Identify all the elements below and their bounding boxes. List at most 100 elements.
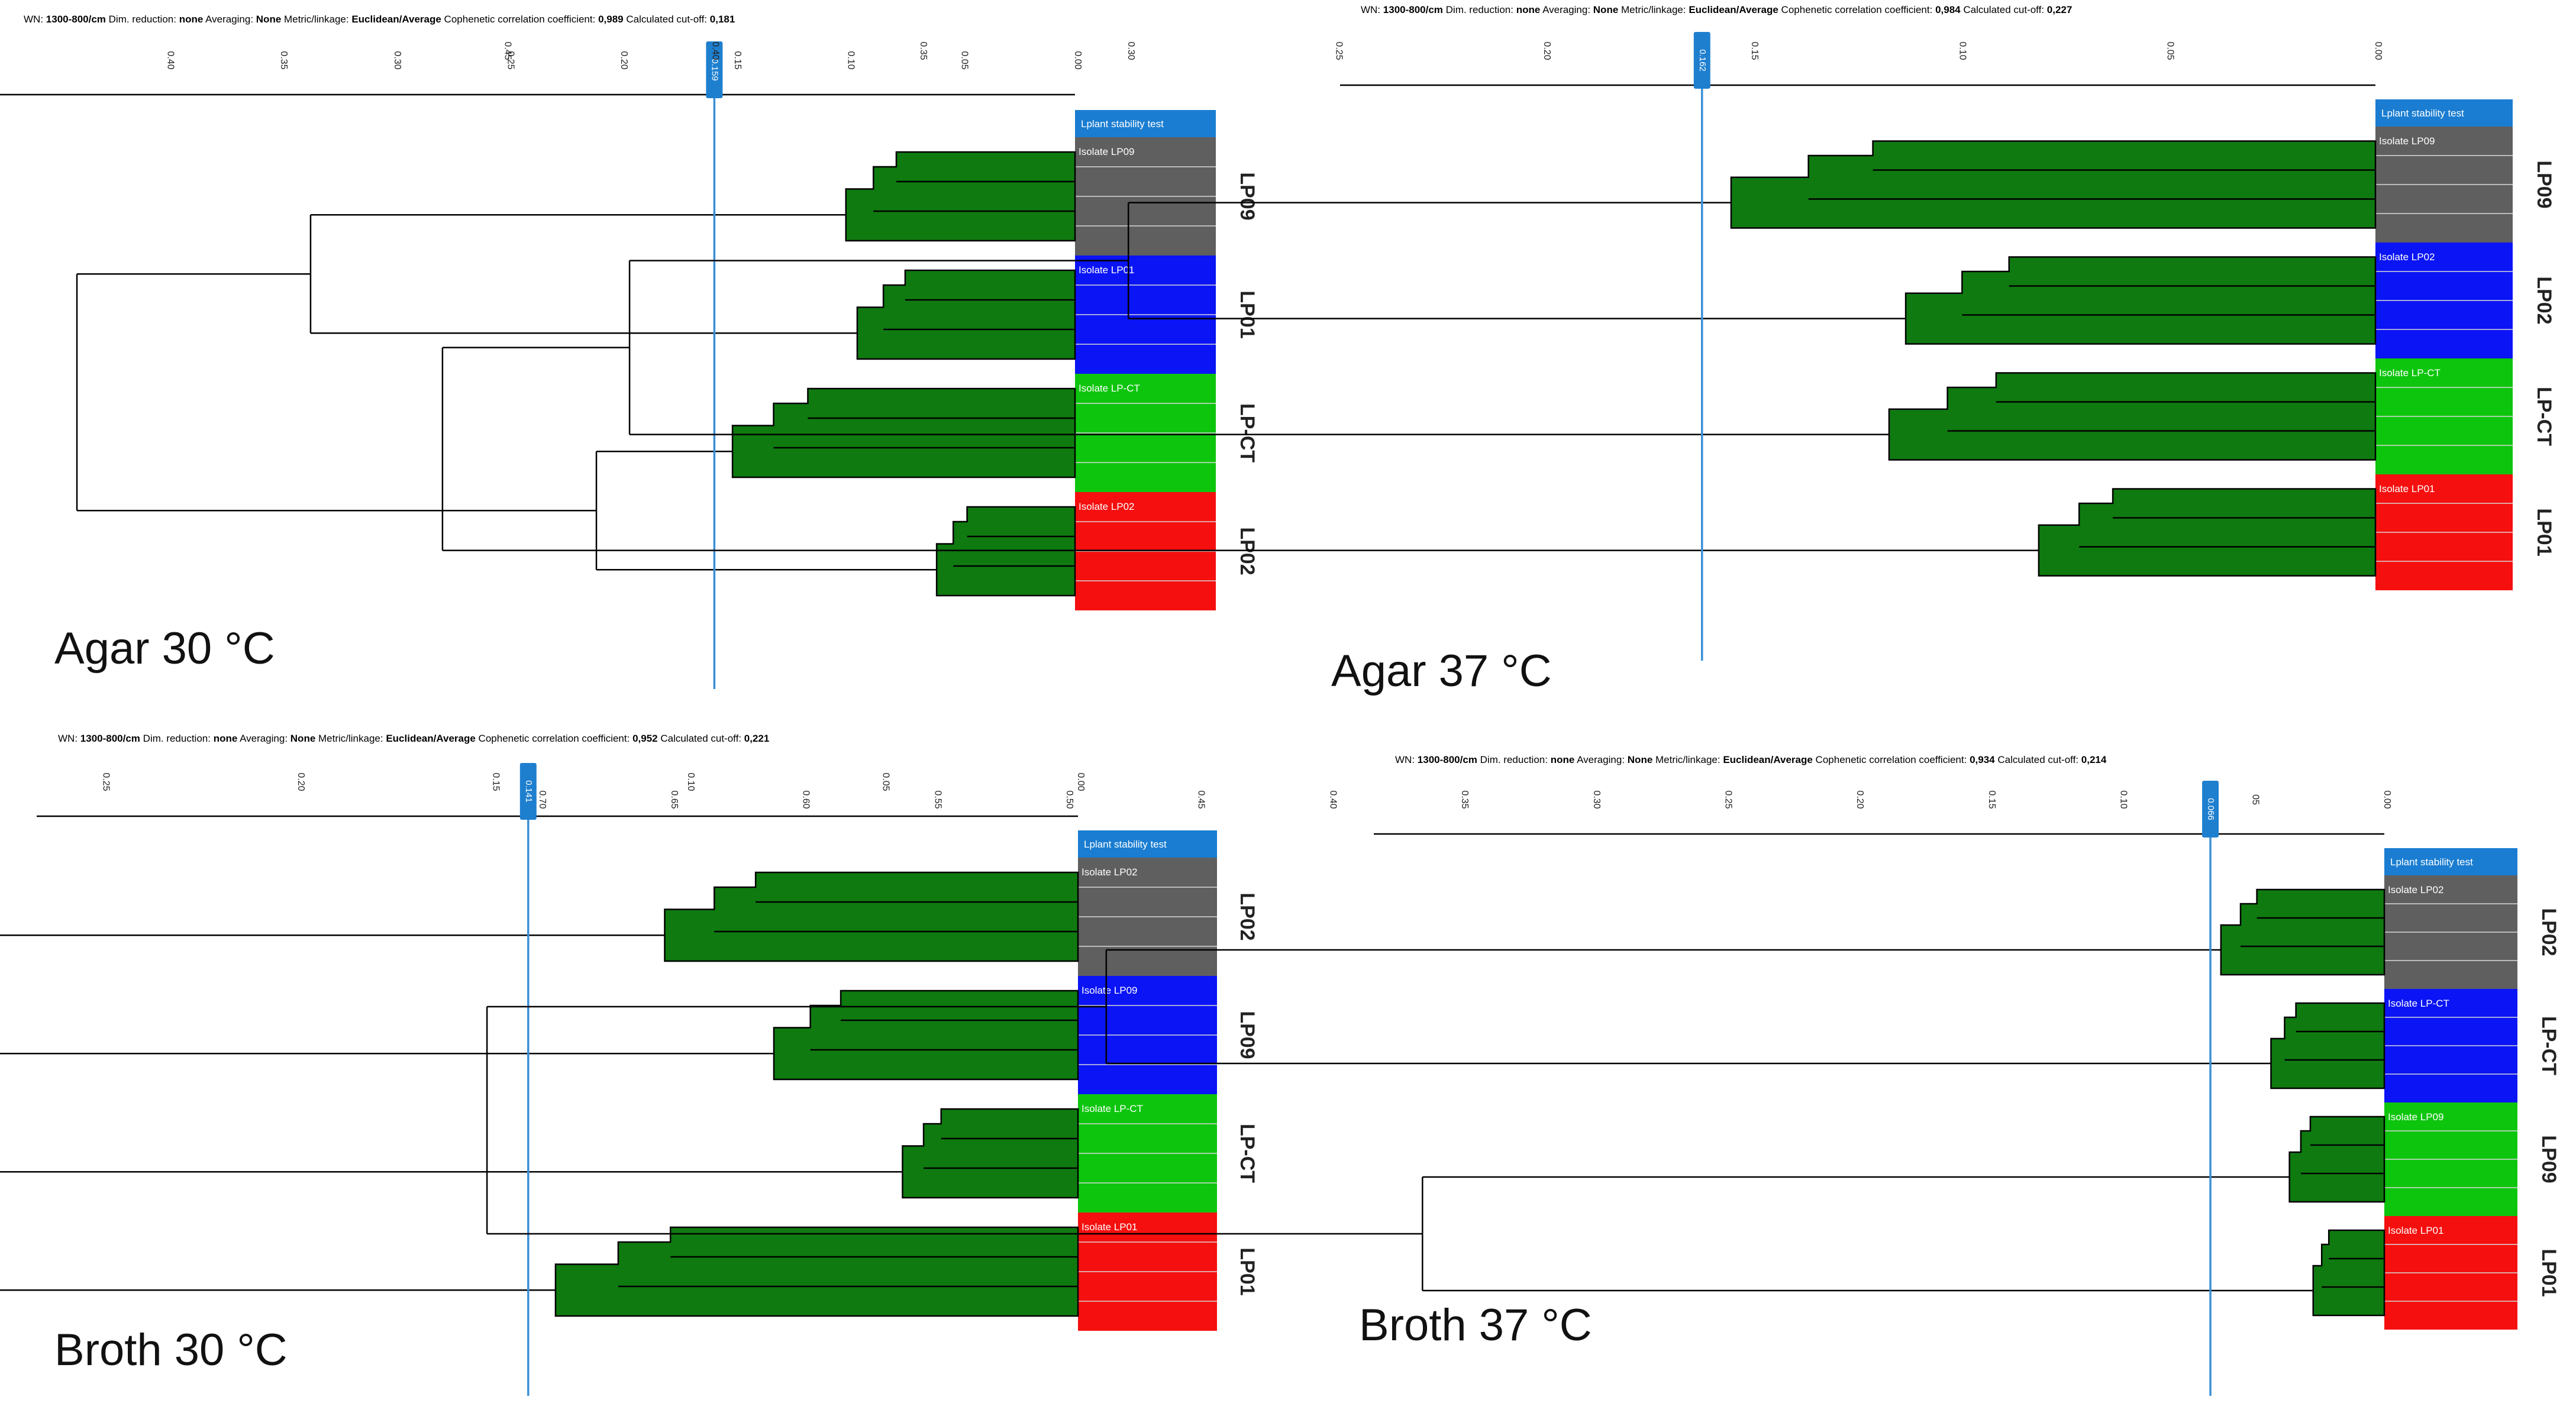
- cutoff-badge: [2202, 781, 2219, 838]
- header-info: WN: 1300-800/cm Dim. reduction: none Ave…: [1395, 754, 2107, 765]
- group-row-label: Isolate LP09: [2379, 135, 2435, 147]
- header-value: none: [214, 733, 238, 744]
- group-row-label: Isolate LP01: [2379, 483, 2435, 494]
- header-key: Metric/linkage:: [1618, 4, 1689, 15]
- header-key: Averaging:: [1540, 4, 1593, 15]
- group-row-label: Isolate LP02: [2388, 884, 2444, 895]
- cluster-node: [2312, 1229, 2385, 1317]
- x-tick-label: 0.40: [1328, 790, 1338, 809]
- cluster-node: [664, 871, 1079, 962]
- header-key: Dim. reduction:: [1443, 4, 1516, 15]
- x-tick-label: 0.20: [1855, 790, 1865, 809]
- cluster-node: [2288, 1115, 2385, 1203]
- x-tick-label: 0.25: [101, 772, 111, 791]
- strip-title: Lplant stability test: [1081, 118, 1164, 130]
- x-tick-label: 0.25: [1723, 790, 1734, 809]
- dendrogram-panel-2: WN: 1300-800/cm Dim. reduction: none Ave…: [441, 4, 2555, 696]
- header-key: Averaging:: [203, 14, 256, 25]
- dendrogram-panel-3: WN: 1300-800/cm Dim. reduction: none Ave…: [0, 733, 1258, 1396]
- group-row-label: Isolate LP09: [1082, 985, 1138, 996]
- header-value: 1300-800/cm: [1383, 4, 1443, 15]
- group-row-label: Isolate LP-CT: [1079, 383, 1140, 394]
- group-label: LP-CT: [2533, 387, 2555, 446]
- x-tick-label: 0.00: [2373, 41, 2383, 60]
- header-key: Dim. reduction:: [106, 14, 179, 25]
- header-value: 0,989: [598, 14, 624, 25]
- header-key: Cophenetic correlation coefficient:: [441, 14, 598, 25]
- x-tick-label: 0.20: [296, 772, 306, 791]
- cutoff-value: 0.141: [524, 780, 534, 803]
- header-key: Dim. reduction:: [140, 733, 214, 744]
- header-value: Euclidean/Average: [1689, 4, 1778, 15]
- group-label: LP-CT: [2538, 1016, 2560, 1075]
- x-tick-label: 0.15: [732, 51, 743, 69]
- strip-title: Lplant stability test: [2390, 856, 2473, 868]
- x-tick-label: 0.30: [1592, 790, 1602, 809]
- header-value: None: [1628, 754, 1653, 765]
- header-value: None: [1593, 4, 1619, 15]
- x-tick-label: 0.10: [2119, 790, 2129, 809]
- cluster-node: [731, 387, 1076, 478]
- header-key: WN:: [1361, 4, 1383, 15]
- group-row-label: Isolate LP01: [1079, 264, 1135, 276]
- header-value: Euclidean/Average: [386, 733, 476, 744]
- header-value: None: [290, 733, 316, 744]
- cluster-node: [1888, 372, 2377, 461]
- group-label: LP09: [1236, 1011, 1258, 1059]
- header-value: 1300-800/cm: [46, 14, 106, 25]
- x-tick-label: 0.05: [959, 51, 969, 69]
- x-tick-label: 0.10: [846, 51, 856, 69]
- x-tick-label: 0.05: [881, 772, 891, 791]
- group-label: LP01: [2533, 508, 2555, 556]
- x-tick-label: 0.30: [392, 51, 402, 69]
- cluster-node: [554, 1226, 1079, 1317]
- header-key: Averaging:: [1574, 754, 1627, 765]
- header-key: WN:: [58, 733, 80, 744]
- x-tick-label: 0.70: [537, 790, 547, 809]
- header-key: Calculated cut-off:: [624, 14, 710, 25]
- cluster-node: [1904, 256, 2377, 345]
- group-row-label: Isolate LP02: [1079, 501, 1135, 512]
- x-tick-label: 0.25: [506, 51, 516, 69]
- header-value: 0,181: [710, 14, 735, 25]
- header-value: 1300-800/cm: [1418, 754, 1477, 765]
- header-key: Metric/linkage:: [315, 733, 386, 744]
- group-label: LP02: [1236, 893, 1258, 940]
- x-tick-label: 05: [2250, 794, 2260, 805]
- x-tick-label: 0.20: [619, 51, 629, 69]
- header-key: Calculated cut-off:: [658, 733, 744, 744]
- x-tick-label: 0.55: [932, 790, 942, 809]
- group-label: LP09: [1236, 172, 1258, 220]
- group-label: LP02: [1236, 527, 1258, 575]
- x-tick-label: 0.30: [1126, 41, 1136, 60]
- strip-title-box: [1075, 110, 1216, 137]
- group-row-label: Isolate LP-CT: [2388, 998, 2449, 1009]
- panel-title: Broth 30 °C: [54, 1325, 288, 1375]
- header-value: 0,214: [2081, 754, 2107, 765]
- header-value: 0,934: [1970, 754, 1995, 765]
- header-key: Metric/linkage:: [281, 14, 351, 25]
- header-value: 0,952: [632, 733, 658, 744]
- x-tick-label: 0.00: [1073, 51, 1083, 69]
- group-label: LP-CT: [1236, 403, 1258, 463]
- panel-title: Agar 30 °C: [54, 623, 275, 674]
- group-label: LP02: [2533, 276, 2555, 324]
- header-info: WN: 1300-800/cm Dim. reduction: none Ave…: [1361, 4, 2072, 15]
- x-tick-label: 0.45: [502, 41, 512, 60]
- cluster-node: [2038, 488, 2377, 577]
- x-tick-label: 0.40: [711, 41, 721, 60]
- x-tick-label: 0.50: [1064, 790, 1074, 809]
- cluster-node: [773, 990, 1079, 1081]
- cutoff-value: 0.159: [709, 59, 719, 81]
- group-row-label: Isolate LP02: [1082, 866, 1138, 878]
- cutoff-badge: [706, 41, 723, 98]
- group-row-label: Isolate LP09: [2388, 1111, 2444, 1123]
- strip-title: Lplant stability test: [2381, 108, 2464, 119]
- x-tick-label: 0.10: [1957, 41, 1967, 60]
- strip-title-box: [1078, 830, 1217, 858]
- panel-title: Broth 37 °C: [1359, 1300, 1592, 1350]
- group-label: LP01: [1236, 290, 1258, 338]
- header-value: Euclidean/Average: [1723, 754, 1813, 765]
